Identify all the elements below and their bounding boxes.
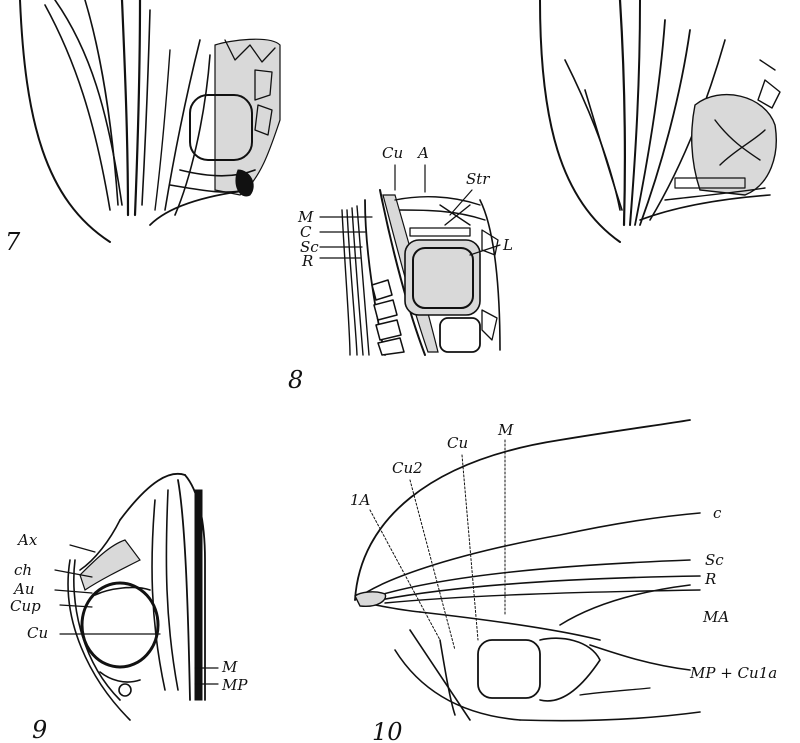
fig10-label-cu: Cu [447,434,468,452]
fig8-label-str: Str [466,170,490,188]
figure-7-number: 7 [5,228,21,256]
fig10-label-m: M [497,421,514,439]
fig8-label-a: A [416,144,429,162]
fig10-label-sc: Sc [705,551,724,569]
fig8-label-cu: Cu [382,144,403,162]
figure-9-drawing [55,474,218,720]
fig10-label-ma: MA [702,608,729,626]
fig9-label-cup: Cup [10,597,41,615]
fig9-label-mp: MP [221,676,248,694]
figure-8-number: 8 [288,366,303,394]
figure-7-drawing [20,0,280,242]
fig10-label-r: R [704,570,716,588]
fig9-label-m: M [221,658,238,676]
figure-9-number: 9 [32,716,47,743]
fig9-label-au: Au [12,580,35,598]
fig10-label-mp-cu1a: MP + Cu1a [689,664,777,682]
figure-10-number: 10 [372,718,403,743]
fig8-label-r: R [301,252,313,270]
figure-8-drawing [320,165,500,355]
fig9-label-cu: Cu [27,624,48,642]
fig8-label-l: L [502,236,513,254]
fig9-label-ax: Ax [16,531,38,549]
figure-7b-drawing [540,0,780,242]
fig10-label-c: c [713,504,722,522]
fig9-label-ch: ch [14,561,32,579]
fig10-label-1a: 1A [350,491,371,509]
fig10-label-cu2: Cu2 [392,459,423,477]
